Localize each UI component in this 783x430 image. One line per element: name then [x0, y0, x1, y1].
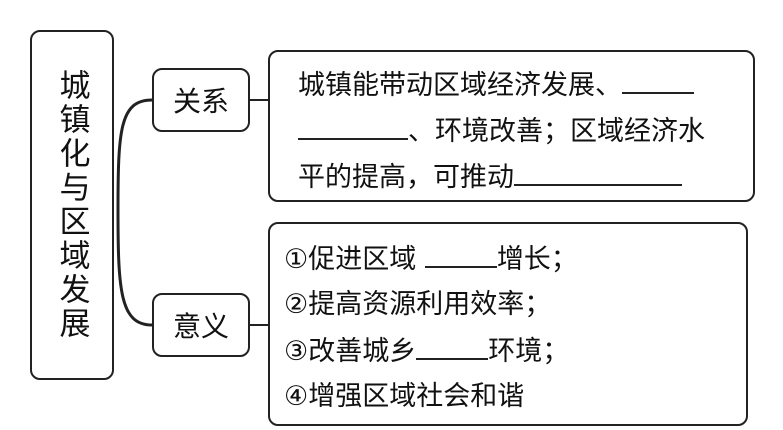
significance-box: 意义 [152, 293, 250, 357]
relation-text-1: 城镇能带动区域经济发展、 [298, 70, 622, 101]
relation-line-1: 城镇能带动区域经济发展、 [298, 68, 694, 103]
relation-label: 关系 [172, 85, 229, 118]
item-text: ①促进区域 [284, 244, 417, 275]
significance-label: 意义 [172, 310, 229, 343]
title-text: 城镇化与区域发展 [53, 69, 90, 341]
item-text: 环境； [488, 336, 570, 367]
significance-item-4: ④增强区域社会和谐 [284, 380, 524, 414]
significance-item-3: ③改善城乡 环境； [284, 334, 569, 369]
item-text: 增长； [496, 244, 578, 275]
relation-line-3: 平的提高，可推动 [298, 160, 682, 195]
relation-content-box: 城镇能带动区域经济发展、 、环境改善；区域经济水 平的提高，可推动 [268, 50, 755, 202]
item-text: ④增强区域社会和谐 [284, 381, 525, 412]
item-text: ②提高资源利用效率； [284, 289, 552, 320]
blank-4 [424, 242, 497, 268]
relation-text-3: 平的提高，可推动 [298, 162, 514, 193]
relation-line-2: 、环境改善；区域经济水 [298, 114, 705, 149]
relation-text-2: 、环境改善；区域经济水 [408, 116, 705, 147]
bracket-curve [116, 98, 153, 327]
blank-1 [622, 68, 694, 94]
relation-box: 关系 [152, 68, 250, 132]
significance-item-2: ②提高资源利用效率； [284, 288, 551, 322]
item-text: ③改善城乡 [284, 336, 417, 367]
significance-item-1: ①促进区域 增长； [284, 242, 578, 277]
blank-2 [298, 114, 408, 140]
blank-3 [514, 160, 682, 186]
blank-5 [416, 334, 489, 360]
title-box: 城镇化与区域发展 [30, 30, 114, 380]
significance-content-box: ①促进区域 增长； ②提高资源利用效率； ③改善城乡 环境； ④增强区域社会和谐 [268, 222, 748, 426]
